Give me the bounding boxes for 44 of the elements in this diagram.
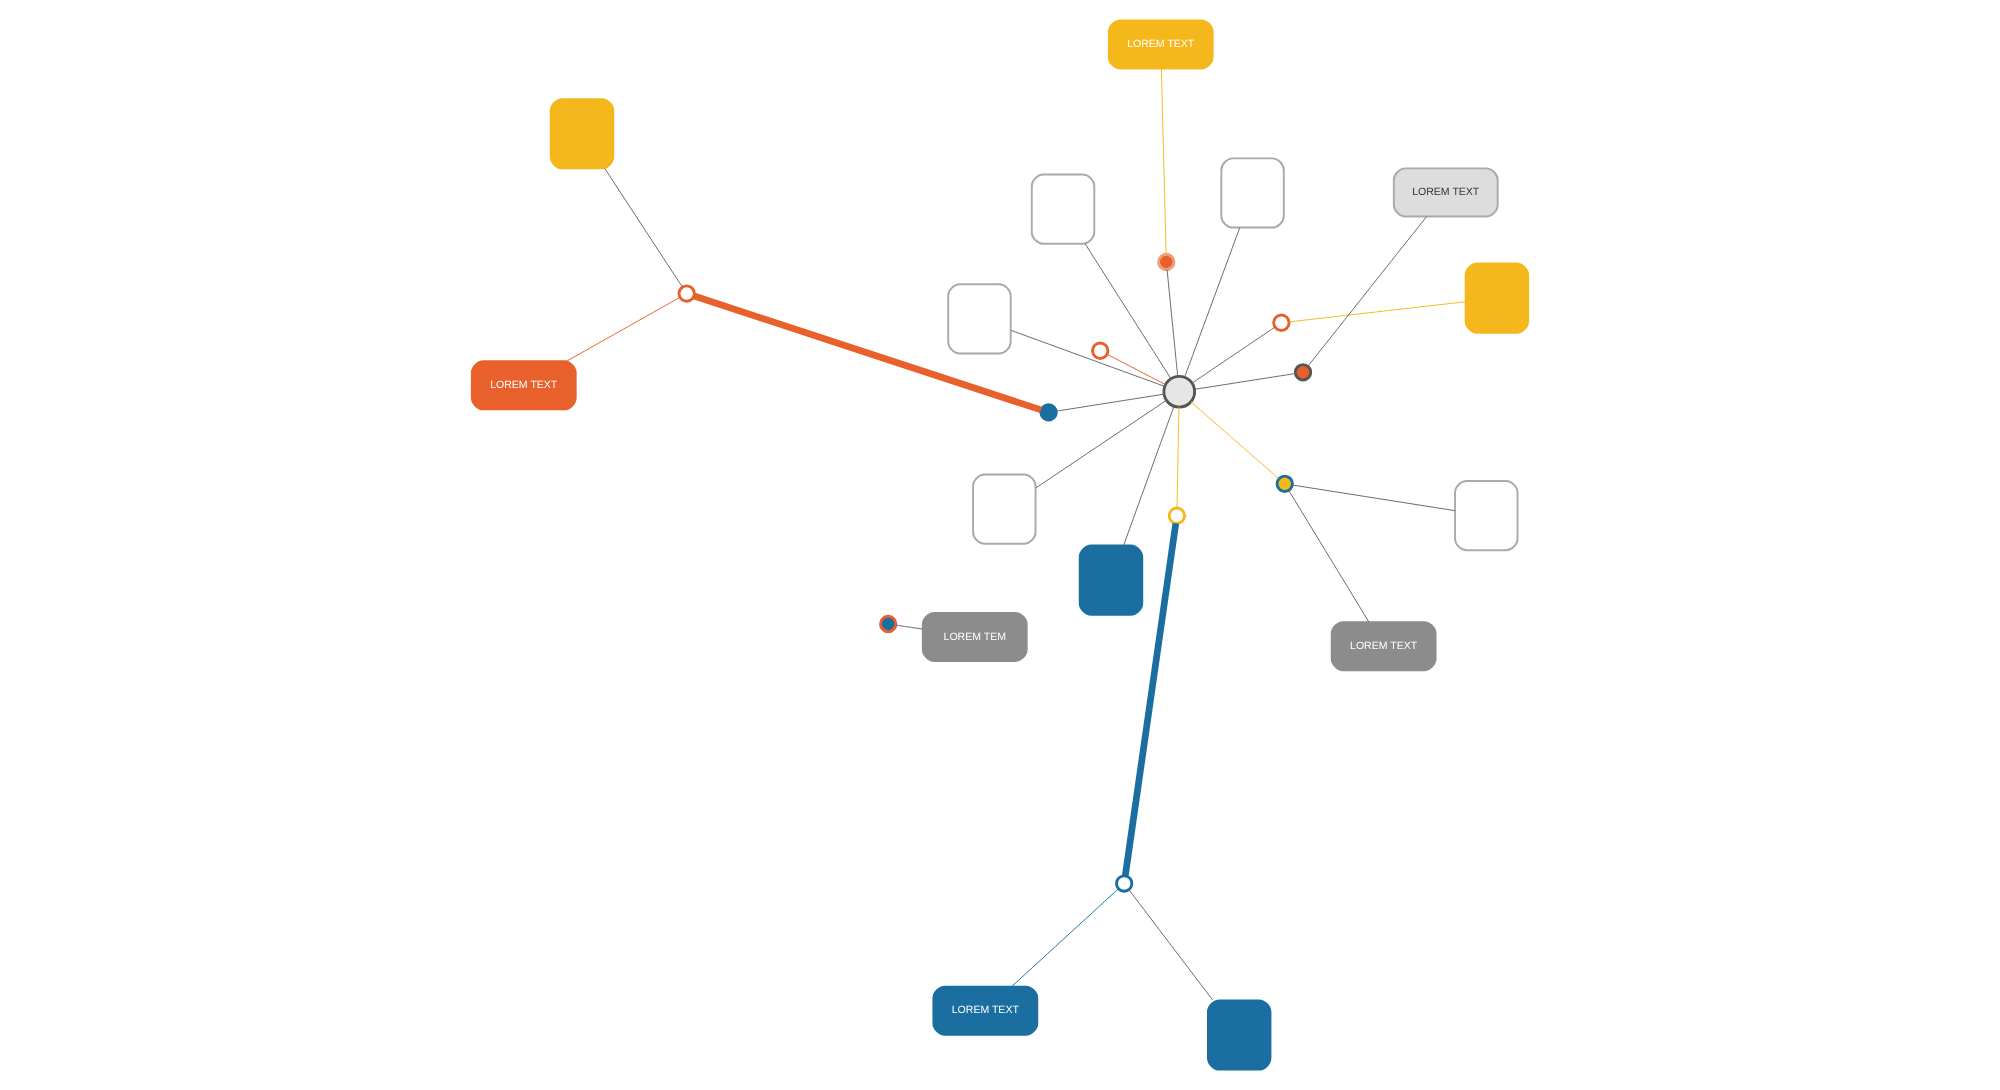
node-circle (1167, 506, 1186, 525)
node-box (1464, 262, 1530, 334)
node-circle (1293, 363, 1313, 382)
node-box (1030, 173, 1096, 245)
node-circle (1162, 374, 1197, 409)
node-circle (1275, 474, 1294, 493)
connector (1194, 373, 1296, 390)
connector (1288, 301, 1467, 323)
connector (1160, 68, 1167, 255)
connector (1176, 406, 1180, 509)
connector (566, 297, 681, 362)
node-box (1454, 480, 1519, 552)
connector (1288, 490, 1370, 623)
connector (1184, 227, 1241, 378)
node-box (1207, 999, 1272, 1071)
node-circle (1115, 874, 1134, 893)
connector (1166, 269, 1179, 377)
connector (1106, 353, 1167, 386)
connector (1123, 406, 1175, 546)
connector (1011, 888, 1119, 987)
connector (1035, 399, 1167, 489)
connector (1084, 243, 1172, 380)
connector (604, 167, 683, 288)
node-circle (1272, 313, 1291, 332)
node-circle (1039, 403, 1058, 422)
node-box (549, 98, 615, 170)
node-box (947, 283, 1012, 355)
node-box (1220, 157, 1285, 229)
connector (1291, 484, 1456, 512)
connector (1128, 889, 1214, 1001)
connector (1307, 216, 1427, 367)
connector (1121, 522, 1180, 877)
connector (895, 624, 924, 630)
node-box (1078, 544, 1144, 616)
connector (1010, 329, 1166, 387)
node-circle (677, 284, 696, 303)
node-box (972, 473, 1037, 545)
node-circle (879, 614, 898, 634)
node-circle (1157, 252, 1176, 272)
connector (1191, 326, 1276, 384)
node-circle (1091, 341, 1110, 360)
connector (1055, 393, 1165, 412)
connector (1190, 401, 1280, 480)
connector (693, 292, 1043, 414)
